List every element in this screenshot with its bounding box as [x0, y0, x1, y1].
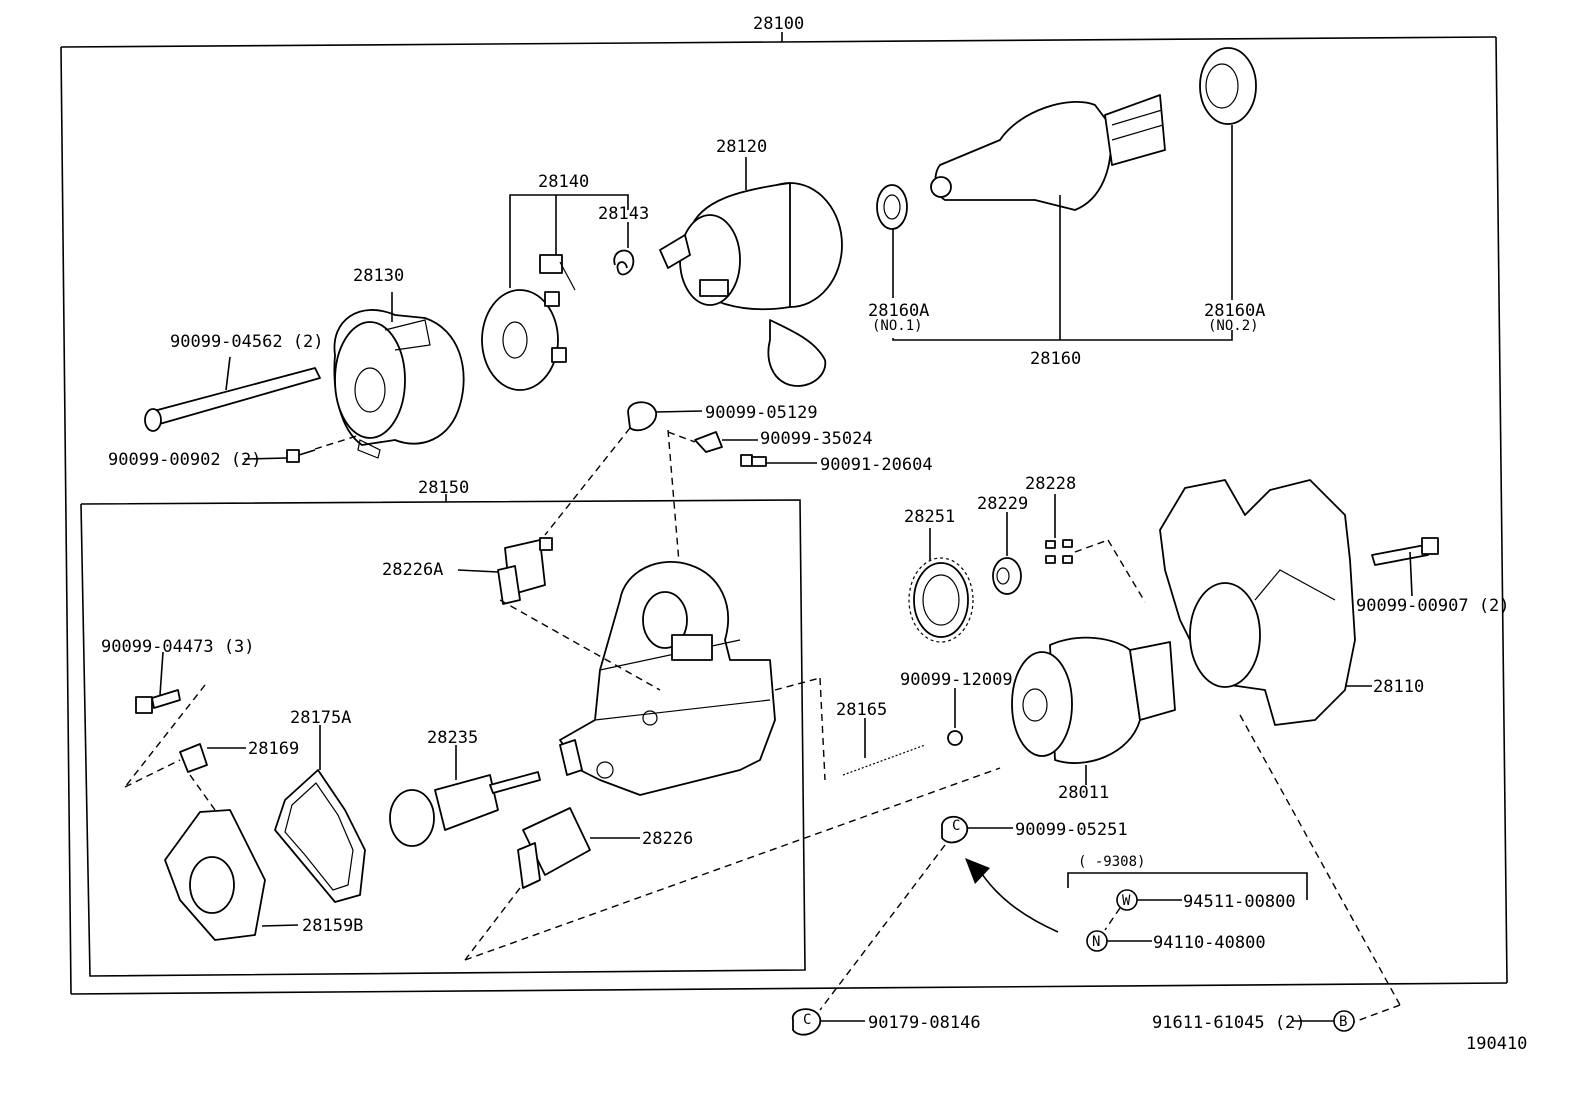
armature-group-bracket — [892, 195, 1233, 341]
brush-holder-part-number: 28140 — [538, 172, 589, 192]
bottom-cap-marker: C — [803, 1012, 811, 1028]
retainer-part-number: 28229 — [977, 494, 1028, 514]
roller-part-number: 28228 — [1025, 474, 1076, 494]
assembly-part-number: 28100 — [753, 14, 804, 34]
through-bolt-drawing — [144, 356, 321, 432]
clutch-drawing — [1011, 636, 1176, 785]
bolt-marker-letter: B — [1339, 1014, 1347, 1030]
small-screw-part-number: 90099-00902 (2) — [108, 450, 262, 470]
return-spring-part-number: 28165 — [836, 700, 887, 720]
plunger-part-number: 28235 — [427, 728, 478, 748]
bearing-1-drawing — [876, 184, 908, 298]
steel-ball-drawing — [947, 688, 963, 746]
diagram-code: 190410 — [1466, 1034, 1527, 1054]
bottom-cap-part-number: 90179-08146 — [868, 1013, 981, 1033]
nut-cap-drawing — [941, 815, 1013, 844]
yoke-drawing — [659, 157, 843, 387]
clip-drawing — [667, 431, 758, 453]
end-frame-drawing — [333, 292, 465, 459]
idler-gear-drawing — [908, 528, 974, 643]
brush-spring-part-number: 28143 — [598, 204, 649, 224]
nut-marker-letter: N — [1092, 934, 1100, 950]
nut-cap-marker: C — [952, 818, 960, 834]
curved-arrow-icon — [965, 858, 1059, 933]
small-screw-drawing — [243, 434, 361, 463]
nut-part-number: 94110-40800 — [1153, 933, 1266, 953]
steel-ball-part-number: 90099-12009 — [900, 670, 1013, 690]
bearing-2-drawing — [1199, 47, 1257, 300]
gasket-drawing — [274, 725, 366, 903]
date-range-bracket — [1067, 872, 1308, 900]
clutch-part-number: 28011 — [1058, 783, 1109, 803]
armature-drawing — [930, 94, 1166, 211]
bearing-1-part-number: 28160A — [868, 301, 929, 321]
terminal-cap-part-number: 90099-05129 — [705, 403, 818, 423]
plate-clip-part-number: 28169 — [248, 739, 299, 759]
magnetic-switch-frame — [80, 494, 806, 977]
cover-bolt-part-number: 90099-04473 (3) — [101, 637, 255, 657]
drive-housing-part-number: 28110 — [1373, 677, 1424, 697]
contact-terminal-a-part-number: 28226A — [382, 560, 443, 580]
date-range-label: ( -9308) — [1078, 854, 1145, 870]
washer-part-number: 94511-00800 — [1183, 892, 1296, 912]
contact-terminal-a-drawing — [457, 537, 661, 691]
assembly-frame — [60, 32, 1508, 995]
roller-drawing — [1045, 494, 1146, 603]
clip-part-number: 90099-35024 — [760, 429, 873, 449]
plate-clip-drawing — [124, 743, 246, 811]
return-spring-drawing — [842, 718, 926, 776]
plunger-drawing — [389, 745, 541, 847]
terminal-screw-drawing — [740, 454, 817, 467]
magnetic-switch-part-number: 28150 — [418, 478, 469, 498]
drive-housing-drawing — [1159, 479, 1372, 726]
through-bolt-part-number: 90099-04562 (2) — [170, 332, 324, 352]
nut-cap-part-number: 90099-05251 — [1015, 820, 1128, 840]
bottom-cap-drawing — [792, 1008, 865, 1036]
gasket-part-number: 28175A — [290, 708, 351, 728]
housing-bolt-drawing — [1371, 537, 1439, 597]
bolt-marker-icon — [1292, 1010, 1355, 1032]
washer-marker-icon — [1104, 889, 1182, 931]
end-cover-drawing — [164, 809, 299, 941]
switch-housing-drawing — [559, 561, 776, 796]
armature-part-number: 28160 — [1030, 349, 1081, 369]
retainer-drawing — [992, 512, 1022, 595]
bearing-1-sub-label: (NO.1) — [872, 318, 923, 334]
end-cover-part-number: 28159B — [302, 916, 363, 936]
nut-marker-icon — [1086, 930, 1152, 952]
bearing-2-sub-label: (NO.2) — [1208, 318, 1259, 334]
washer-marker-letter: W — [1122, 893, 1131, 909]
bearing-2-part-number: 28160A — [1204, 301, 1265, 321]
cover-bolt-drawing — [124, 651, 206, 788]
idler-gear-part-number: 28251 — [904, 507, 955, 527]
end-frame-part-number: 28130 — [353, 266, 404, 286]
brush-spring-drawing — [613, 222, 635, 276]
terminal-screw-part-number: 90091-20604 — [820, 455, 933, 475]
contact-terminal-part-number: 28226 — [642, 829, 693, 849]
brush-holder-drawing — [481, 194, 629, 391]
housing-bolt-part-number: 90099-00907 (2) — [1356, 596, 1510, 616]
contact-terminal-drawing — [464, 807, 640, 961]
yoke-part-number: 28120 — [716, 137, 767, 157]
mounting-bolt-part-number: 91611-61045 (2) — [1152, 1013, 1306, 1033]
